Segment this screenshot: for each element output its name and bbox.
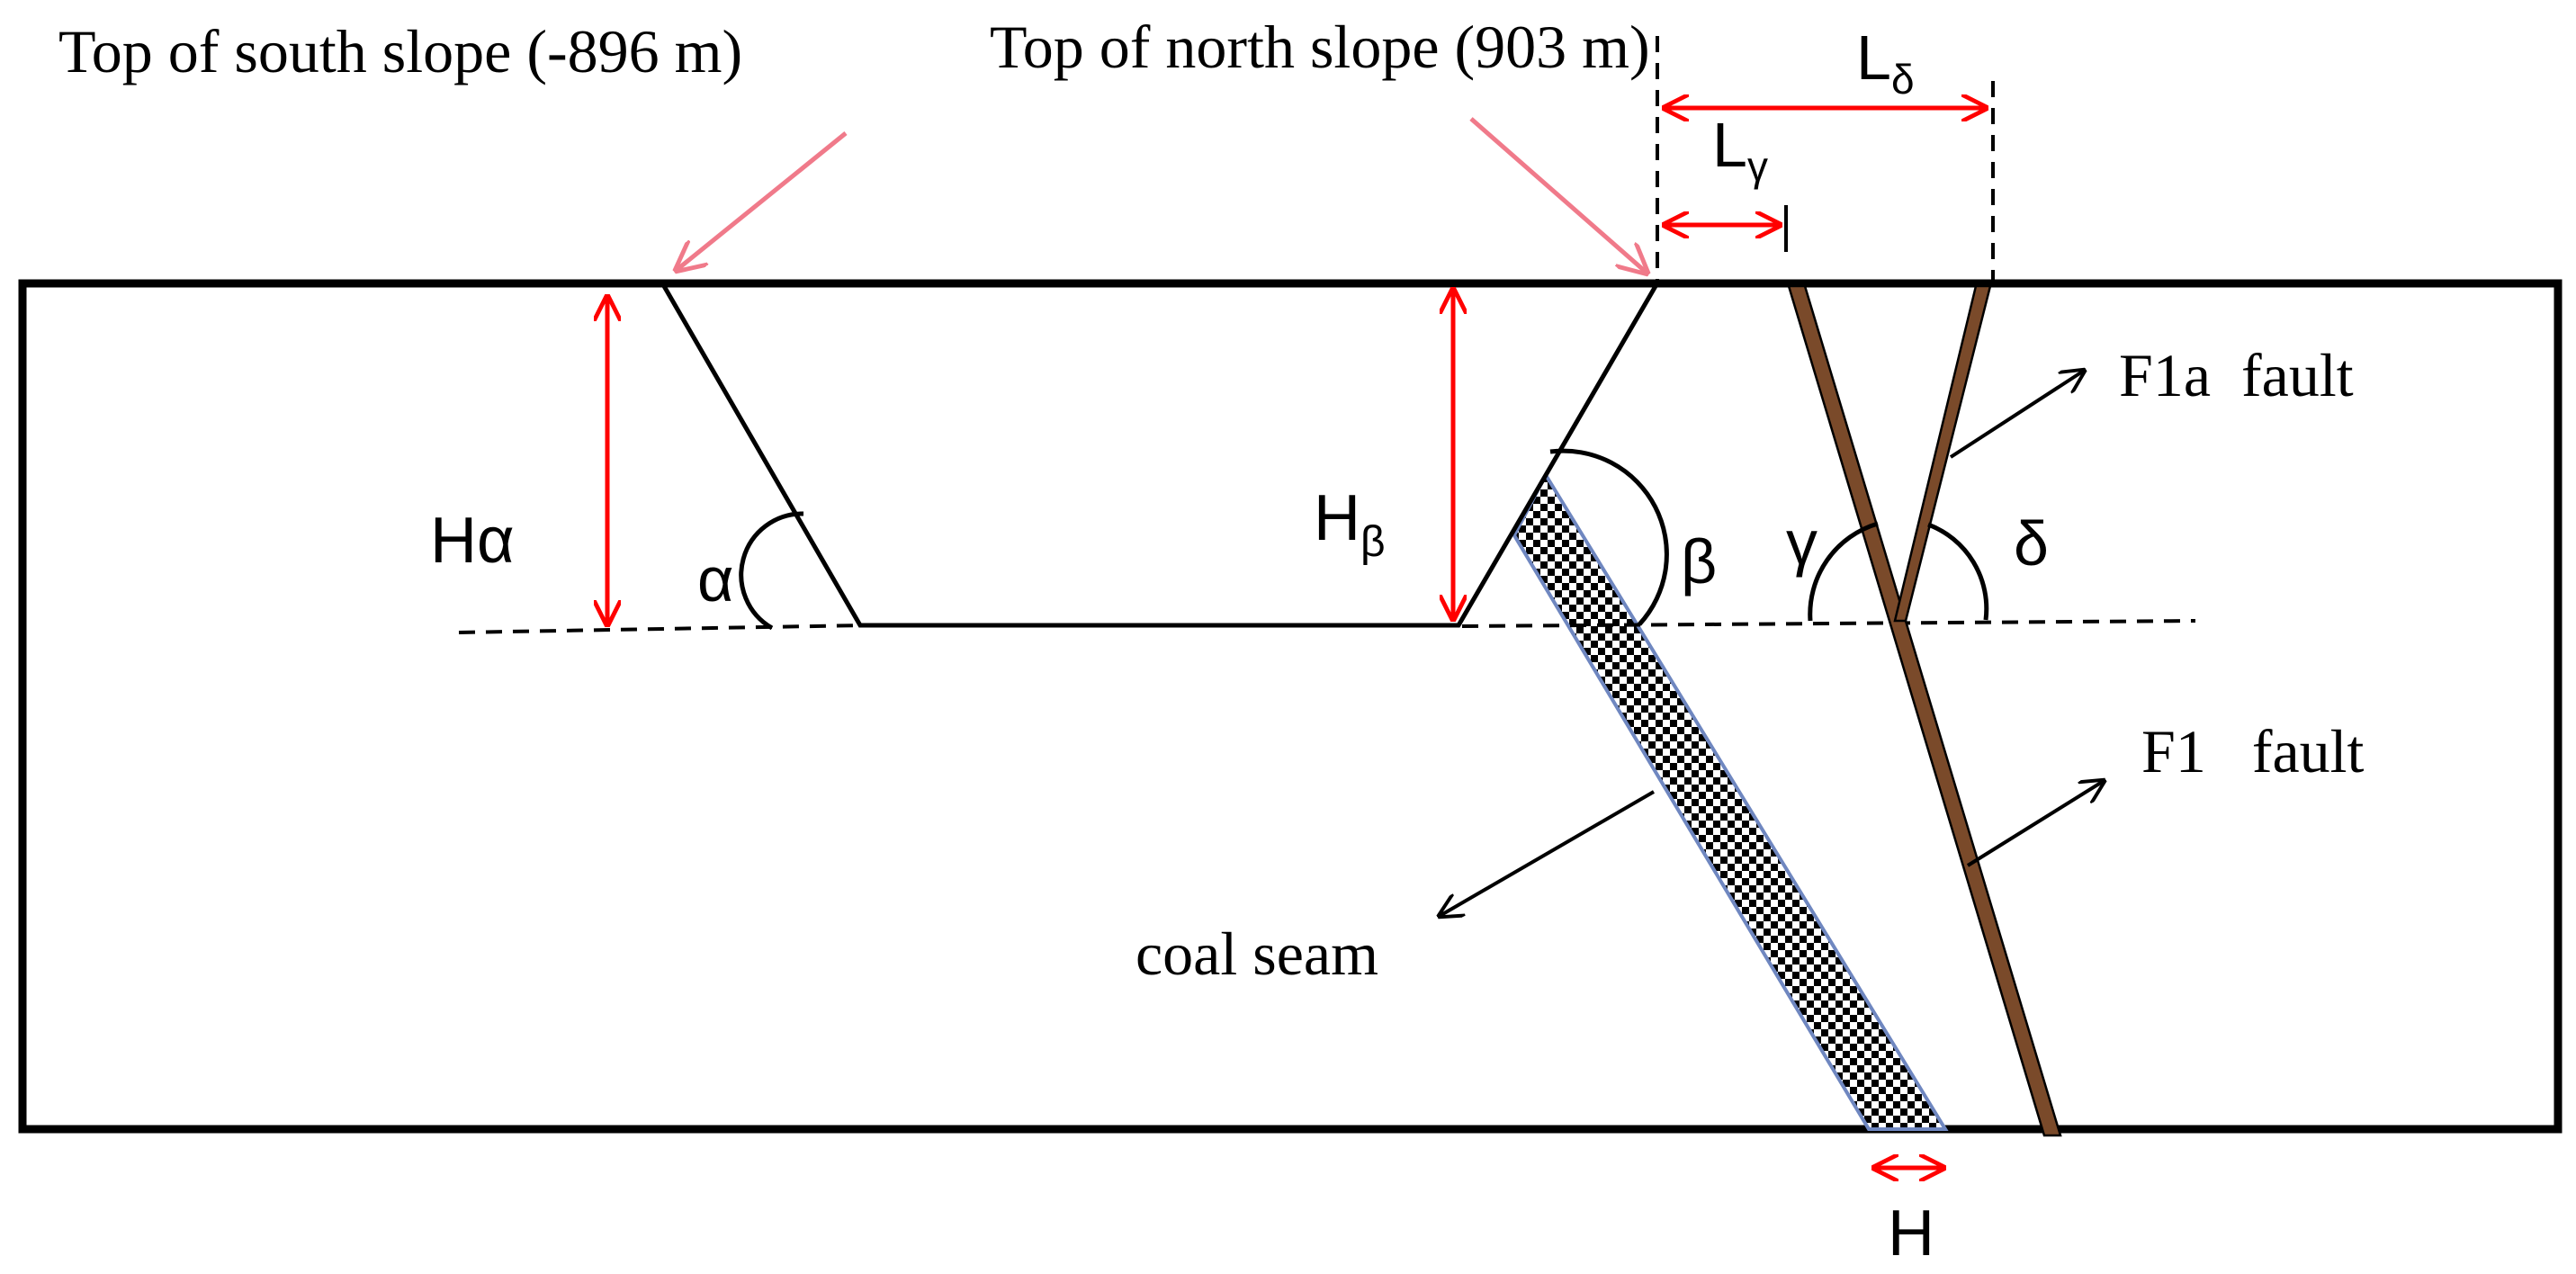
delta-angle-arc	[1927, 522, 1989, 621]
gamma-angle-arc	[1808, 521, 1879, 622]
coal-seam-label: coal seam	[1135, 920, 1378, 988]
h-alpha-label: Hα	[430, 505, 515, 577]
l-gamma-label: Lγ	[1712, 110, 1768, 190]
f1a-fault	[1893, 284, 1992, 623]
gamma-label: γ	[1786, 507, 1818, 578]
beta-label: β	[1681, 526, 1717, 597]
alpha-angle-arc	[739, 511, 804, 631]
h-beta-label: Hβ	[1314, 482, 1386, 566]
f1-fault-pointer-arrow	[1966, 781, 2104, 867]
f1a-fault-pointer-arrow	[1949, 371, 2084, 459]
section-frame	[18, 279, 2563, 1134]
north-reference-line	[1461, 619, 2196, 628]
south-slope-pointer-arrow	[677, 131, 848, 270]
south-slope-top-label: Top of south slope (-896 m)	[58, 17, 742, 85]
f1-fault	[1787, 284, 2062, 1137]
pit-outline	[661, 284, 1658, 628]
delta-label: δ	[2014, 508, 2049, 579]
north-slope-pointer-arrow	[1469, 117, 1647, 273]
alpha-label: α	[697, 544, 733, 615]
coal-seam-pointer-arrow	[1440, 790, 1656, 916]
l-delta-label: Lδ	[1856, 22, 1915, 103]
f1-fault-label: F1 fault	[2141, 717, 2365, 785]
north-slope-top-label: Top of north slope (903 m)	[990, 13, 1650, 81]
beta-angle-arc	[1549, 448, 1669, 626]
south-reference-line	[458, 624, 865, 634]
f1a-fault-label: F1a fault	[2119, 341, 2354, 409]
h-width-label: H	[1888, 1198, 1934, 1270]
